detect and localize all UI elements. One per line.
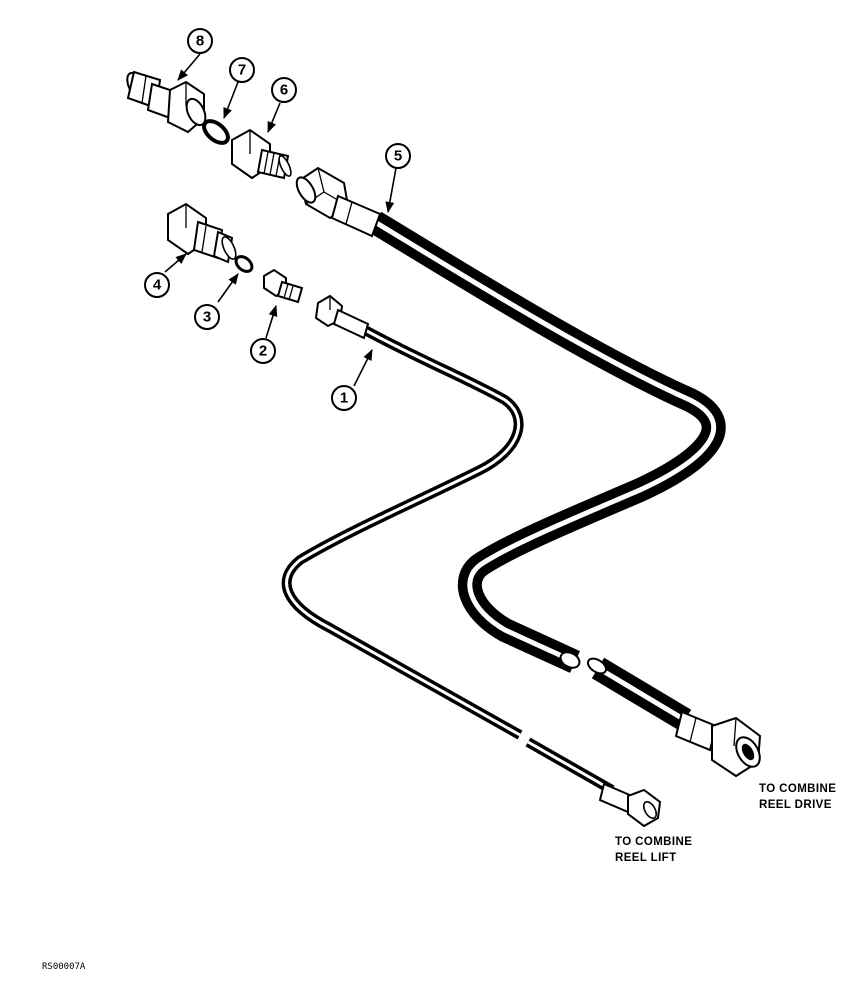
note-reel-lift-line-1: TO COMBINE xyxy=(615,836,693,848)
adapter-part-6 xyxy=(231,128,292,180)
coupler-part-8 xyxy=(126,70,207,134)
callout-2: 2 xyxy=(250,338,276,364)
callout-5-label: 5 xyxy=(394,148,402,165)
callout-8: 8 xyxy=(187,28,213,54)
callout-5: 5 xyxy=(385,143,411,169)
callout-2-label: 2 xyxy=(259,343,267,360)
callout-4: 4 xyxy=(144,272,170,298)
callout-7-label: 7 xyxy=(238,62,246,79)
adapter-part-2 xyxy=(263,268,304,304)
o-ring-part-7 xyxy=(202,119,230,145)
large-hose-5 xyxy=(368,211,726,731)
note-reel-drive-line-2: REEL DRIVE xyxy=(759,799,832,811)
o-ring-part-3 xyxy=(234,255,254,273)
callout-8-label: 8 xyxy=(196,33,204,50)
callout-4-label: 4 xyxy=(153,277,162,294)
callout-6: 6 xyxy=(271,77,297,103)
hose-1-lower-fitting xyxy=(598,782,662,828)
note-reel-drive-line-1: TO COMBINE xyxy=(759,783,837,795)
hose-1-upper-fitting xyxy=(314,294,370,340)
note-reel-lift-line-2: REEL LIFT xyxy=(615,852,677,864)
hose-5-upper-fitting xyxy=(295,166,382,238)
callout-1-label: 1 xyxy=(340,390,348,407)
callout-3-label: 3 xyxy=(203,309,211,326)
leader-lines xyxy=(164,53,397,387)
callout-6-label: 6 xyxy=(280,82,288,99)
coupler-part-4 xyxy=(167,202,237,264)
small-hose-1 xyxy=(281,325,615,795)
callout-1: 1 xyxy=(331,385,357,411)
note-reel-lift: TO COMBINE REEL LIFT xyxy=(615,834,692,866)
callout-3: 3 xyxy=(194,304,220,330)
reference-code: RS00007A xyxy=(42,962,86,972)
hose-5-lower-fitting xyxy=(674,710,762,778)
callout-7: 7 xyxy=(229,57,255,83)
note-reel-drive: TO COMBINE REEL DRIVE xyxy=(759,781,836,813)
